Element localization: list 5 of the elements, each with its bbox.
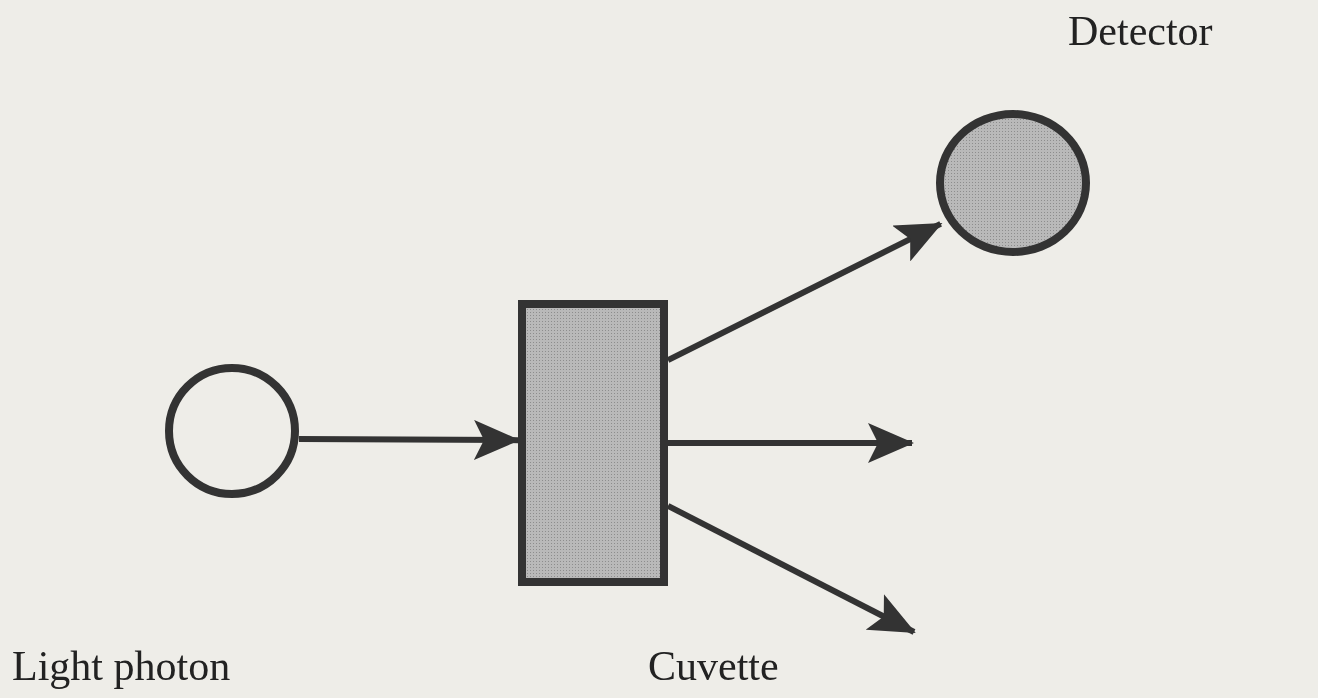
arrow xyxy=(299,419,520,460)
node-label: Light photon xyxy=(12,645,231,687)
arrow xyxy=(668,423,914,463)
node-label: Detector xyxy=(1068,10,1213,52)
node-label: Cuvette xyxy=(648,645,779,687)
